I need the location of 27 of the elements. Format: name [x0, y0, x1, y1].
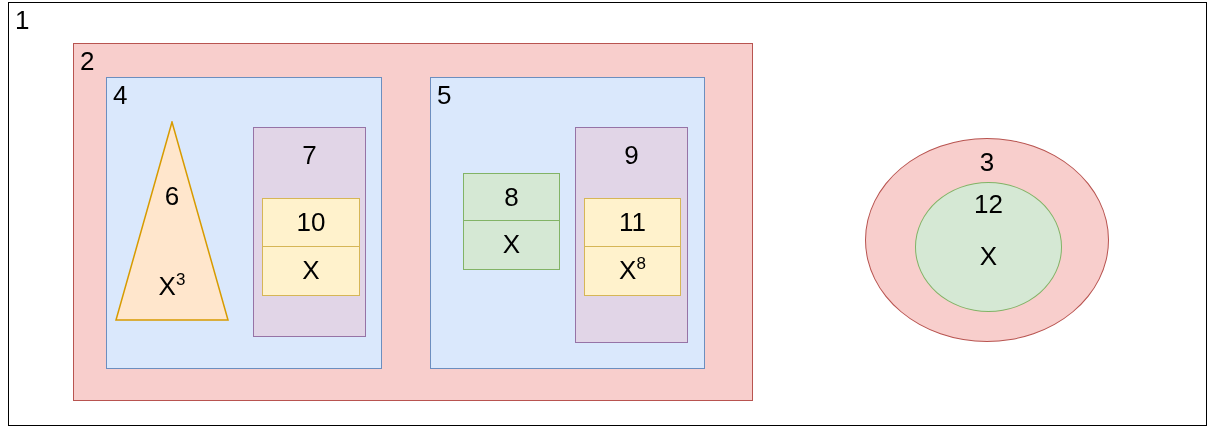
split-box [584, 198, 681, 296]
box [73, 43, 753, 401]
node-label: X$^{8}$ [618, 252, 647, 287]
node-label: X [301, 253, 321, 287]
box [8, 2, 1207, 426]
node-label: 1 [15, 5, 30, 35]
node-label: 4 [113, 80, 128, 110]
node-label: 12 [973, 189, 1004, 219]
node-label: 11 [585, 199, 680, 247]
triangle-shape [115, 121, 229, 321]
split-box [262, 198, 360, 296]
node-label: 6 [163, 181, 181, 211]
node-label: 8 [464, 174, 559, 221]
node-label: X$^{3}$ [157, 271, 187, 301]
node-label: X [501, 228, 522, 261]
node-label: 9 [623, 140, 640, 170]
box [430, 77, 705, 369]
node-label: 5 [437, 80, 452, 110]
split-box [463, 173, 560, 270]
box [253, 127, 366, 337]
node-label: X [978, 241, 999, 271]
box [575, 127, 688, 343]
node-label: 7 [301, 140, 318, 170]
node-label: 2 [80, 46, 95, 76]
node-label: 10 [263, 199, 359, 247]
box [106, 77, 382, 369]
node-label: 3 [978, 147, 996, 177]
